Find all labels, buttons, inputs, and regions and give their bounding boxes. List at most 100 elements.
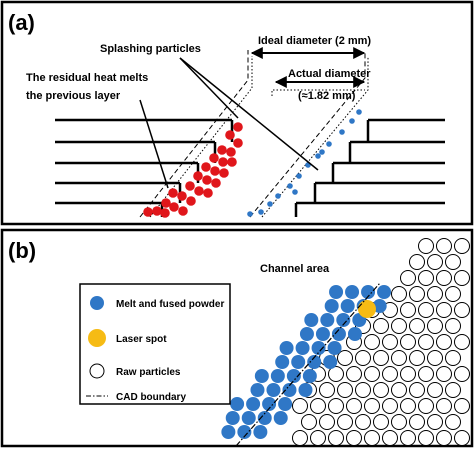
raw-particle [436,238,452,254]
melt-particle [356,109,362,115]
raw-particle [373,350,389,366]
melt-legend-label: Melt and fused powder [116,299,224,310]
raw-particle [418,398,434,414]
raw-particle [427,382,443,398]
panel-a-frame [0,0,474,226]
residual-particle [177,191,187,201]
residual-particle [226,147,236,157]
right-layers [294,118,445,217]
raw-particle [400,270,416,286]
melt-particle [230,397,245,411]
laser-spot [358,300,376,318]
raw-particle [409,350,425,366]
raw-particle [355,382,371,398]
melt-particle [237,425,252,439]
melt-legend-icon [90,296,104,310]
melt-particle [270,369,285,383]
raw-particle [445,350,461,366]
raw-particle [409,286,425,302]
melt-particle [275,355,290,369]
residual-particle [209,153,219,163]
melt-particle [295,341,310,355]
raw-particle [364,398,380,414]
raw-particle [427,254,443,270]
melt-particle [267,201,273,207]
raw-particle [292,430,308,446]
melt-particle [262,397,277,411]
melt-particle [324,299,339,313]
actual-diameter-label-2: (≈1.82 mm) [298,90,356,102]
residual-particle [211,178,221,188]
raw-particle [346,366,362,382]
residual-particle [202,175,212,185]
melt-particle [331,327,346,341]
residual-particle [194,186,204,196]
melt-particle [327,341,342,355]
melt-particle [296,173,302,179]
raw-particle [382,334,398,350]
residual-particle [201,162,211,172]
raw-particle [337,350,353,366]
residual-pointer [139,99,169,189]
melt-particle [336,313,351,327]
melt-particle [254,369,269,383]
raw-particle [301,414,317,430]
residual-particle [185,181,195,191]
raw-particle [382,430,398,446]
raw-particle [382,366,398,382]
raw-particle [418,238,434,254]
melt-particle [273,411,288,425]
residual-particle [218,157,228,167]
melt-particle [323,355,338,369]
raw-legend-icon [89,363,105,379]
raw-legend-label: Raw particles [116,367,181,378]
melt-particle [319,149,325,155]
raw-particle [364,334,380,350]
channel-area-label: Channel area [260,263,330,275]
raw-particle [445,254,461,270]
melt-particle [250,383,265,397]
raw-particle [364,366,380,382]
raw-particle [445,286,461,302]
raw-particle [445,318,461,334]
raw-particle [337,414,353,430]
raw-particle [373,414,389,430]
residual-particle [143,207,153,217]
melt-particle [258,209,264,215]
laser-legend-label: Laser spot [116,334,167,345]
melt-particle [221,425,236,439]
raw-particle [436,366,452,382]
raw-particle [346,398,362,414]
panel-a-label: (a) [8,10,35,35]
melt-particle [241,411,256,425]
raw-particle [337,382,353,398]
raw-particle [355,414,371,430]
raw-particle [400,398,416,414]
raw-particle [418,366,434,382]
raw-particle [454,270,470,286]
melt-particle [275,193,281,199]
raw-particle [391,414,407,430]
raw-particle [409,382,425,398]
raw-particle [445,382,461,398]
left-layers [55,118,234,217]
raw-particle [427,286,443,302]
melt-particle [339,129,345,135]
raw-particle [454,302,470,318]
melt-particle [299,327,314,341]
residual-particle [233,122,243,132]
melt-particle [246,397,261,411]
raw-particle [400,302,416,318]
residual-heat-label-2: the previous layer [26,90,121,102]
raw-particle [373,318,389,334]
melt-particle [304,313,319,327]
cad-boundary-line [235,282,381,447]
raw-particle [364,430,380,446]
residual-heat-label-1: The residual heat melts [26,72,148,84]
raw-particle [427,350,443,366]
raw-particle [382,398,398,414]
melt-particle [257,411,272,425]
melt-particle [247,211,253,217]
raw-particle [454,398,470,414]
raw-particle [328,366,344,382]
